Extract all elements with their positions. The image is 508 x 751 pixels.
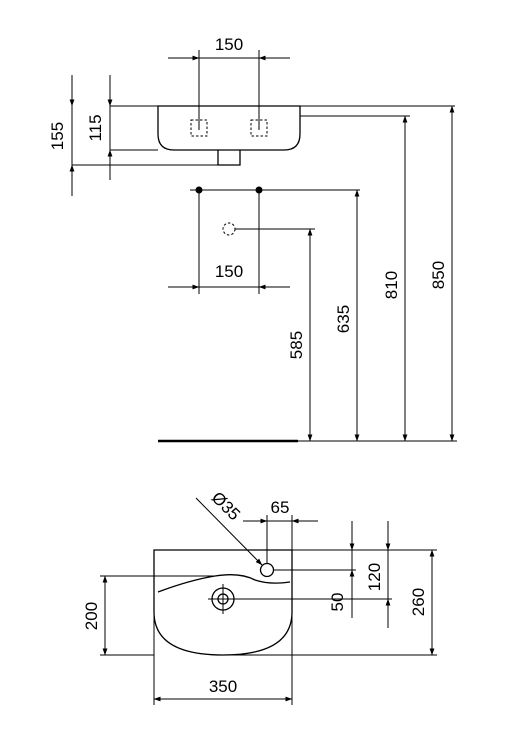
tap-setback-dimension: 120 bbox=[365, 521, 391, 628]
waste-outlet-point bbox=[222, 222, 315, 236]
height-155-dimension: 155 bbox=[48, 75, 75, 196]
basin-plan bbox=[153, 549, 293, 656]
basin-elevation bbox=[72, 105, 455, 166]
height-115-label: 115 bbox=[86, 114, 105, 141]
supply-points: 150 bbox=[168, 186, 360, 294]
overall-height-dimension: 850 bbox=[429, 105, 455, 442]
height-155-label: 155 bbox=[48, 122, 67, 150]
supply-spacing-label: 150 bbox=[215, 262, 243, 281]
overflow-offset-label: 65 bbox=[271, 498, 290, 517]
basin-height-label: 810 bbox=[382, 271, 401, 299]
overall-height-label: 850 bbox=[429, 261, 448, 289]
tap-spacing-dimension: 150 bbox=[168, 35, 290, 112]
tap-spacing-label: 150 bbox=[215, 35, 243, 54]
overflow-diameter-label: Ø35 bbox=[208, 488, 244, 524]
supply-height-dimension: 635 bbox=[334, 189, 360, 442]
depth-label: 200 bbox=[82, 602, 101, 630]
tap-setback-label: 120 bbox=[365, 563, 384, 591]
overflow-offset-dimension: 65 bbox=[243, 498, 318, 563]
projection-dimension: 260 bbox=[409, 549, 435, 656]
tap-to-waste-dimension: 50 bbox=[328, 521, 355, 618]
width-dimension: 350 bbox=[153, 612, 293, 705]
supply-height-label: 635 bbox=[334, 305, 353, 333]
width-label: 350 bbox=[209, 677, 237, 696]
projection-label: 260 bbox=[409, 588, 428, 616]
tap-to-waste-label: 50 bbox=[328, 593, 347, 612]
waste-height-dimension: 585 bbox=[287, 228, 313, 442]
overflow-diameter-annotation: Ø35 bbox=[195, 488, 263, 566]
basin-height-dimension: 810 bbox=[382, 115, 408, 442]
waste-height-label: 585 bbox=[287, 331, 306, 359]
depth-dimension: 200 bbox=[82, 575, 215, 656]
height-115-dimension: 115 bbox=[86, 75, 113, 180]
